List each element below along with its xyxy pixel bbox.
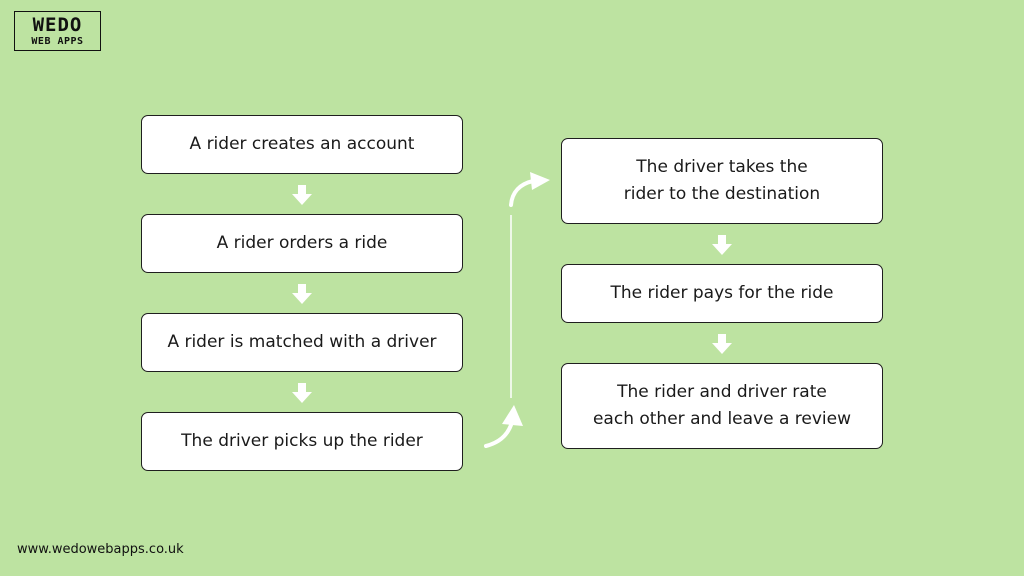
curved-right-arrow-icon xyxy=(509,172,550,207)
step-order-ride: A rider orders a ride xyxy=(141,214,463,273)
down-arrow-icon xyxy=(292,383,312,403)
step-matched-driver: A rider is matched with a driver xyxy=(141,313,463,372)
step-rate-review: The rider and driver rate each other and… xyxy=(561,363,883,449)
step-pay-ride: The rider pays for the ride xyxy=(561,264,883,323)
logo-line-2: WEB APPS xyxy=(31,35,84,47)
step-pickup: The driver picks up the rider xyxy=(141,412,463,471)
step-take-to-destination: The driver takes the rider to the destin… xyxy=(561,138,883,224)
down-arrow-icon xyxy=(712,235,732,255)
logo-line-1: WEDO xyxy=(32,13,83,36)
website-url: www.wedowebapps.co.uk xyxy=(17,542,184,557)
step-create-account: A rider creates an account xyxy=(141,115,463,174)
down-arrow-icon xyxy=(292,284,312,304)
down-arrow-icon xyxy=(292,185,312,205)
curved-up-arrow-icon xyxy=(484,405,523,448)
company-logo: WEDO WEB APPS xyxy=(14,11,101,51)
down-arrow-icon xyxy=(712,334,732,354)
